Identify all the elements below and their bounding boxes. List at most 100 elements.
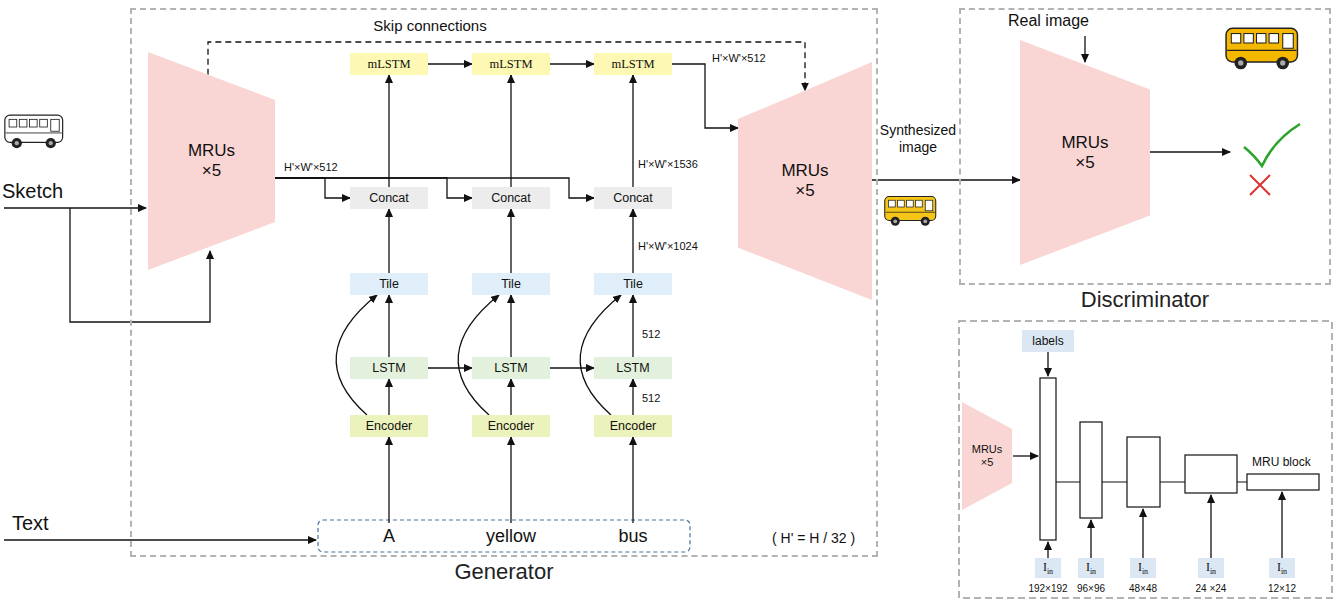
process-box: Concat — [350, 187, 428, 209]
connector — [458, 295, 499, 415]
word-token: bus — [601, 523, 665, 549]
connector — [510, 437, 511, 523]
edge-label: Skip connections — [373, 17, 486, 35]
box-label: I — [1206, 560, 1210, 574]
sketch-image — [5, 115, 63, 148]
connector — [550, 63, 594, 64]
box-label: bus — [618, 526, 647, 546]
trapezoid-fill — [738, 62, 872, 300]
text-wrap: Tile — [623, 277, 643, 291]
connector — [388, 437, 389, 523]
box-label: I — [1043, 560, 1047, 574]
edge-label: Synthesized image — [879, 122, 957, 156]
art-use — [5, 115, 63, 148]
box-label: Tile — [623, 277, 643, 291]
text-wrap: Iin — [1277, 560, 1287, 576]
input-arrow — [1281, 492, 1282, 558]
dimension-label: ( H' = H / 32 ) — [772, 530, 855, 546]
input-label: Text — [12, 512, 49, 535]
process-box: Tile — [594, 273, 672, 295]
box-label: Concat — [369, 191, 409, 205]
mru-arrow — [1013, 455, 1038, 456]
group-region: GeneratorMRUs ×5MRUs ×5mLSTMmLSTMmLSTMCo… — [130, 8, 878, 557]
connector — [510, 209, 511, 273]
input-box: Iin — [1130, 558, 1156, 578]
connector — [632, 295, 633, 357]
text-wrap: bus — [618, 526, 647, 547]
mru-stack: MRUs ×5 — [962, 402, 1012, 510]
connector — [388, 75, 389, 187]
word-token: yellow — [479, 523, 543, 549]
process-box: mLSTM — [350, 53, 428, 75]
mru-stack: MRUs ×5 — [148, 52, 275, 270]
connector — [632, 437, 633, 523]
text-wrap: LSTM — [372, 361, 405, 375]
art-use — [885, 197, 936, 226]
size-label: 12×12 — [1268, 583, 1296, 594]
input-box: Iin — [1198, 558, 1224, 578]
connector — [428, 63, 472, 64]
box-label: Concat — [491, 191, 531, 205]
output-arrow — [1150, 151, 1230, 152]
real-bus — [1226, 28, 1297, 69]
real-image-arrow — [1084, 36, 1085, 62]
synthesized-bus — [885, 197, 936, 226]
input-box: Iin — [1078, 558, 1104, 578]
text-wrap: Iin — [1086, 560, 1096, 576]
connector — [510, 379, 511, 415]
mru-stack: MRUs ×5 — [1020, 40, 1150, 265]
box-label: LSTM — [616, 361, 649, 375]
dimension-label: MRU block — [1252, 455, 1311, 469]
connector — [510, 75, 511, 187]
dimension-label: 512 — [642, 328, 660, 340]
process-box: LSTM — [350, 357, 428, 379]
size-label: 48×48 — [1129, 583, 1157, 594]
box-label: Encoder — [366, 419, 413, 433]
region-heading: Generator — [454, 559, 553, 585]
mru-bar — [1040, 378, 1056, 540]
connector — [428, 367, 472, 368]
process-box: labels — [1022, 330, 1074, 352]
process-box: Concat — [472, 187, 550, 209]
check-mark — [1244, 124, 1300, 166]
text-wrap: Tile — [379, 277, 399, 291]
input-arrow — [1210, 495, 1211, 558]
connector — [388, 295, 389, 357]
input-label: Sketch — [2, 180, 63, 203]
mru-bars — [1040, 378, 1319, 540]
dimension-label: H'×W'×512 — [284, 161, 338, 173]
connector — [872, 179, 1020, 180]
box-label: LSTM — [494, 361, 527, 375]
stack-label: MRUs ×5 — [968, 443, 1006, 468]
dimension-label: 512 — [642, 392, 660, 404]
subscript: in — [1210, 567, 1216, 576]
connector — [208, 42, 805, 91]
trapezoid-fill — [148, 52, 275, 270]
word-token: A — [357, 523, 421, 549]
box-label: labels — [1032, 334, 1063, 348]
input-arrow — [1142, 509, 1143, 558]
text-wrap: LSTM — [494, 361, 527, 375]
box-label: Encoder — [488, 419, 535, 433]
process-box: Encoder — [594, 415, 672, 437]
group-region: DiscriminatorMRUs ×5 — [959, 8, 1331, 285]
detail-panel — [959, 321, 1332, 598]
mru-stack: MRUs ×5 — [738, 62, 872, 300]
text-wrap: mLSTM — [367, 57, 410, 72]
stack-label: MRUs ×5 — [1057, 133, 1113, 172]
mru-bar — [1247, 474, 1319, 490]
text-wrap: Encoder — [610, 419, 657, 433]
box-label: I — [1138, 560, 1142, 574]
sketch-arrow — [4, 207, 146, 208]
text-wrap: mLSTM — [489, 57, 532, 72]
dimension-label: H'×W'×512 — [712, 52, 766, 64]
connector — [336, 295, 377, 415]
box-label: yellow — [486, 526, 536, 546]
art-use — [1226, 28, 1297, 69]
connector — [388, 379, 389, 415]
box-label: I — [1277, 560, 1281, 574]
connector — [275, 178, 350, 198]
mru-bar — [1185, 455, 1237, 493]
box-label: Tile — [379, 277, 399, 291]
